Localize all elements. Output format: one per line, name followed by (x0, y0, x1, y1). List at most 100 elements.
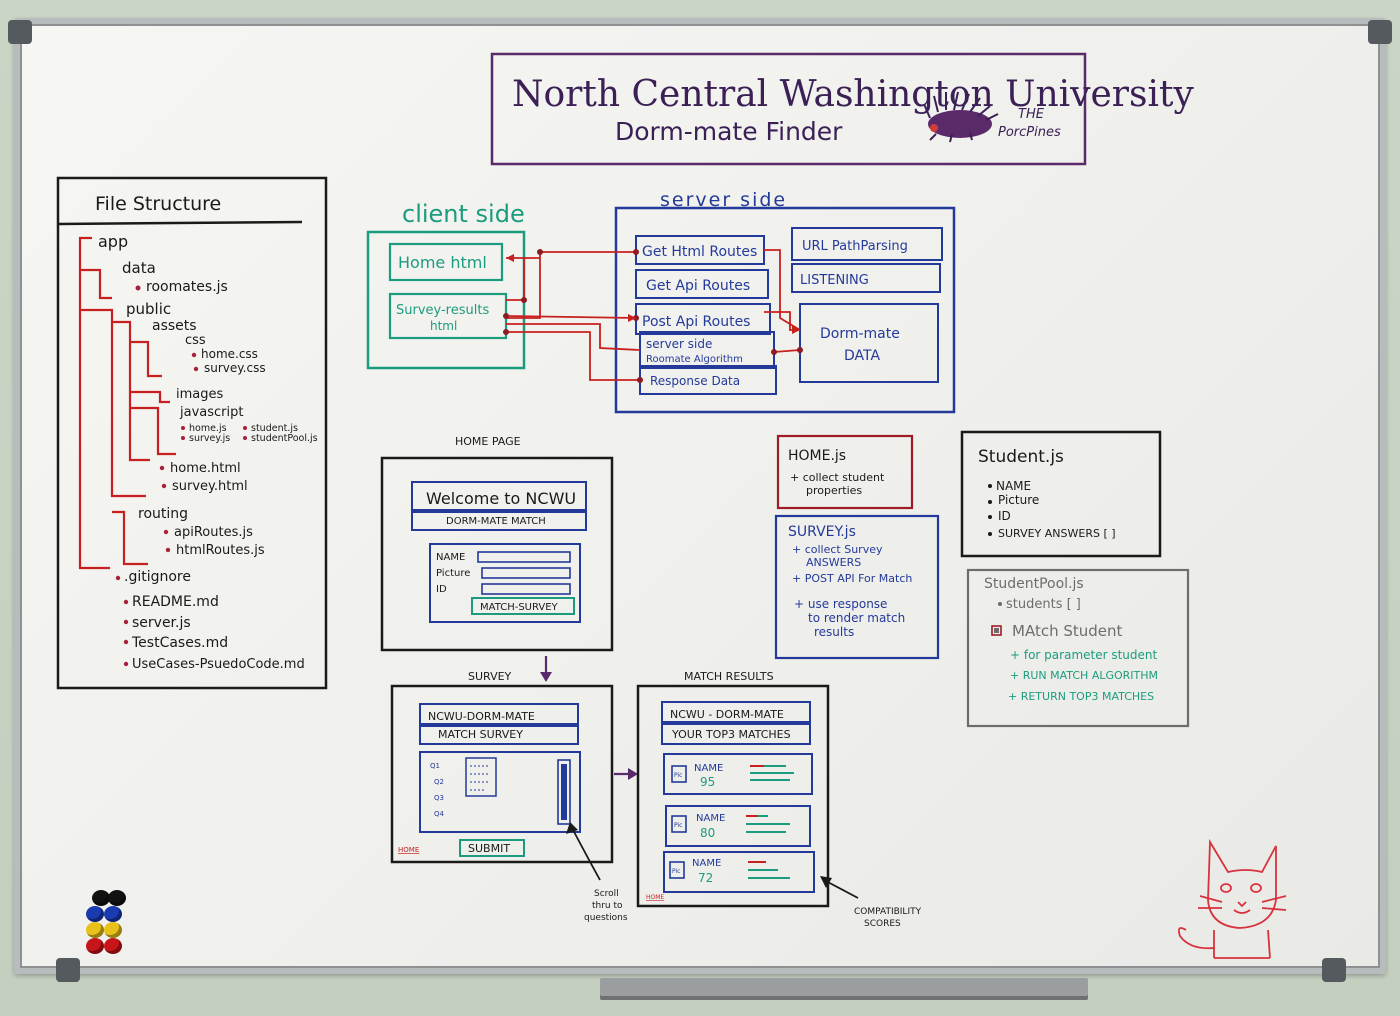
file-tree-item: roomates.js (146, 279, 228, 295)
scroll-note-line3: questions (584, 913, 628, 923)
match-pic: Pic (674, 772, 682, 779)
client-side-heading: client side (402, 200, 525, 228)
file-tree-item: README.md (132, 594, 219, 610)
file-tree-item: server.js (132, 615, 191, 631)
board-corner (8, 20, 32, 44)
scroll-note-line1: Scroll (594, 889, 619, 899)
survey-js-line: + POST API For Match (792, 572, 912, 585)
server-side-panel: server side Get Html Routes Get Api Rout… (614, 189, 956, 414)
client-side-panel: client side Home html Survey-results htm… (366, 200, 526, 370)
down-arrow (540, 656, 552, 682)
survey-heading: SURVEY (468, 670, 512, 683)
listening-box: LISTENING (800, 273, 869, 288)
home-js-line1: + collect student (790, 471, 885, 484)
home-page-heading: HOME PAGE (455, 435, 521, 448)
right-arrow (614, 768, 638, 780)
match-name: NAME (692, 858, 721, 869)
board-corner (56, 958, 80, 982)
magnet[interactable] (104, 922, 122, 938)
survey-results-box-line2: html (430, 319, 457, 333)
cat-doodle (1177, 838, 1287, 959)
file-tree-item: .gitignore (124, 569, 191, 585)
student-pool-line: + for parameter student (1010, 648, 1158, 662)
logo-line1: THE (1018, 107, 1045, 122)
match-student-method: MAtch Student (1012, 622, 1123, 640)
magnet[interactable] (104, 906, 122, 922)
home-js-heading: HOME.js (788, 448, 846, 464)
student-pool-heading: StudentPool.js (984, 576, 1084, 592)
file-structure-heading: File Structure (95, 193, 221, 215)
magnet[interactable] (86, 938, 104, 954)
board-corner (1322, 958, 1346, 982)
student-js-item: Picture (998, 493, 1039, 507)
file-tree-item: css (185, 333, 206, 348)
match-title-line1: NCWU - DORM-MATE (670, 708, 784, 721)
porcupine-logo (923, 91, 999, 143)
file-tree-item: app (98, 232, 128, 251)
survey-results-box-line1: Survey-results (396, 303, 489, 318)
magnet[interactable] (104, 938, 122, 954)
survey-home-link: HOME (398, 846, 419, 854)
file-tree-item: public (126, 300, 171, 318)
file-structure-panel: File Structure app data roomates.js publ… (56, 176, 328, 690)
survey-js-line: results (814, 625, 854, 639)
magnet[interactable] (86, 922, 104, 938)
file-tree-item: htmlRoutes.js (176, 543, 265, 558)
file-tree-item: images (176, 387, 223, 402)
home-js-box: HOME.js + collect student properties (776, 434, 914, 510)
survey-js-heading: SURVEY.js (788, 524, 856, 540)
magnet[interactable] (92, 890, 110, 906)
survey-title-line1: NCWU-DORM-MATE (428, 710, 535, 723)
url-parsing-box: URL PathParsing (802, 239, 908, 254)
home-page-wireframe: HOME PAGE Welcome to NCWU DORM-MATE MATC… (380, 435, 614, 652)
title-box: North Central Washington University Dorm… (490, 52, 1194, 166)
file-tree-item: data (122, 259, 156, 277)
match-card: Pic NAME 95 (663, 753, 813, 795)
file-tree-item: UseCases-PsuedoCode.md (132, 657, 305, 672)
magnet[interactable] (86, 906, 104, 922)
survey-js-line: + use response (794, 597, 887, 611)
welcome-text: Welcome to NCWU (426, 489, 576, 508)
submit-button: SUBMIT (468, 842, 510, 855)
student-js-item: NAME (996, 479, 1031, 493)
file-tree-item: routing (138, 506, 188, 522)
response-data-box: Response Data (650, 374, 740, 388)
match-results-heading: MATCH RESULTS (684, 670, 774, 683)
question-label: Q1 (430, 762, 440, 770)
match-results-wireframe: MATCH RESULTS NCWU - DORM-MATE YOUR TOP3… (636, 670, 922, 929)
match-home-link: HOME (646, 894, 664, 901)
dormmate-data-line1: Dorm-mate (820, 326, 900, 342)
match-score: 72 (698, 871, 713, 885)
file-tree-item: apiRoutes.js (174, 525, 253, 540)
file-tree-item: assets (152, 318, 197, 334)
home-name-label: NAME (436, 552, 465, 563)
match-name: NAME (696, 813, 725, 824)
question-label: Q2 (434, 778, 444, 786)
question-label: Q3 (434, 794, 444, 802)
student-js-box: Student.js NAME Picture ID SURVEY ANSWER… (960, 430, 1162, 558)
home-html-box: Home html (398, 253, 487, 272)
dorm-mate-match-text: DORM-MATE MATCH (446, 516, 546, 527)
student-js-item: SURVEY ANSWERS [ ] (998, 527, 1116, 540)
file-tree-item: survey.css (204, 361, 266, 375)
title-line2: Dorm-mate Finder (615, 117, 843, 146)
marker-tray (600, 978, 1088, 1000)
student-js-item: ID (998, 509, 1011, 523)
get-api-routes-box: Get Api Routes (646, 278, 750, 294)
algorithm-box-line2: Roomate Algorithm (646, 354, 743, 365)
file-tree-item: studentPool.js (251, 433, 318, 444)
match-score: 95 (700, 775, 715, 789)
post-api-routes-box: Post Api Routes (642, 314, 750, 330)
student-pool-line: + RUN MATCH ALGORITHM (1010, 669, 1158, 682)
match-pic: Pic (674, 822, 682, 829)
match-title-line2: YOUR TOP3 MATCHES (671, 728, 791, 741)
magnet[interactable] (108, 890, 126, 906)
file-tree-item: student.js (251, 423, 298, 434)
connection-arrows (505, 249, 801, 381)
survey-js-line: + collect Survey (792, 543, 883, 556)
home-id-label: ID (436, 584, 447, 595)
match-score: 80 (700, 826, 715, 840)
home-js-line2: properties (806, 484, 862, 497)
algorithm-box-line1: server side (646, 337, 712, 351)
file-tree-item: home.js (189, 423, 227, 434)
